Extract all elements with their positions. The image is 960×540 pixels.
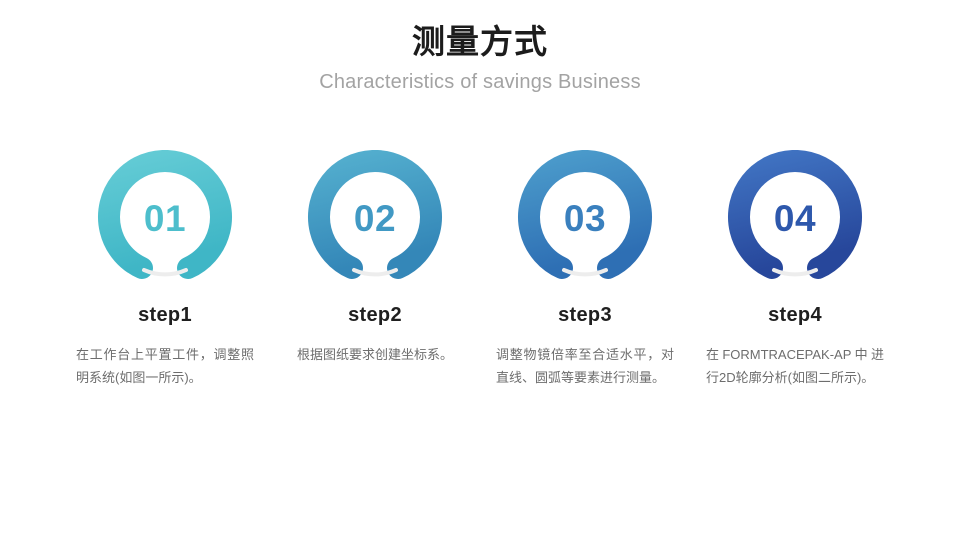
step-description-1: 在工作台上平置工件，调整照明系统(如图一所示)。 bbox=[76, 347, 254, 385]
page-header: 测量方式 Characteristics of savings Business bbox=[0, 0, 960, 94]
progress-ring-4: 04 bbox=[720, 150, 870, 285]
ring-graphic-3 bbox=[518, 150, 652, 279]
step-label-1: step1 bbox=[138, 304, 192, 326]
progress-ring-3: 03 bbox=[510, 150, 660, 285]
page-subtitle: Characteristics of savings Business bbox=[319, 71, 641, 94]
ring-arc-3 bbox=[518, 150, 652, 279]
step-description-3: 调整物镜倍率至合适水平，对直线、圆弧等要素进行测量。 bbox=[496, 347, 674, 385]
ring-number-1: 01 bbox=[143, 198, 187, 239]
ring-number-4: 04 bbox=[773, 198, 817, 239]
ring-arc-2 bbox=[308, 150, 442, 279]
step-description-2: 根据图纸要求创建坐标系。 bbox=[296, 347, 453, 362]
ring-graphic-4 bbox=[728, 150, 862, 279]
ring-track-1 bbox=[142, 268, 188, 277]
ring-track-3 bbox=[562, 268, 608, 277]
progress-ring-1: 01 bbox=[90, 150, 240, 285]
step-item-2[interactable]: 02 step2 根据图纸要求创建坐标系。 bbox=[270, 150, 480, 367]
steps-container: 01 step1 在工作台上平置工件，调整照明系统(如图一所示)。 02 ste… bbox=[60, 150, 900, 390]
ring-number-2: 02 bbox=[353, 198, 397, 239]
ring-graphic-1 bbox=[98, 150, 232, 279]
progress-ring-2: 02 bbox=[300, 150, 450, 285]
ring-arc-4 bbox=[728, 150, 862, 279]
step-label-2: step2 bbox=[348, 304, 402, 326]
step-item-3[interactable]: 03 step3 调整物镜倍率至合适水平，对直线、圆弧等要素进行测量。 bbox=[480, 150, 690, 390]
page-title: 测量方式 bbox=[412, 23, 548, 60]
step-item-4[interactable]: 04 step4 在FORMTRACEPAK-AP中进行2D轮廓分析(如图二所示… bbox=[690, 150, 900, 390]
ring-arc-1 bbox=[98, 150, 232, 279]
step-label-3: step3 bbox=[558, 304, 612, 326]
ring-graphic-2 bbox=[308, 150, 442, 279]
ring-number-3: 03 bbox=[563, 198, 607, 239]
step-description-4: 在FORMTRACEPAK-AP中进行2D轮廓分析(如图二所示)。 bbox=[706, 347, 884, 385]
step-label-4: step4 bbox=[768, 304, 822, 326]
ring-track-4 bbox=[772, 268, 818, 277]
step-item-1[interactable]: 01 step1 在工作台上平置工件，调整照明系统(如图一所示)。 bbox=[60, 150, 270, 390]
ring-track-2 bbox=[352, 268, 398, 277]
